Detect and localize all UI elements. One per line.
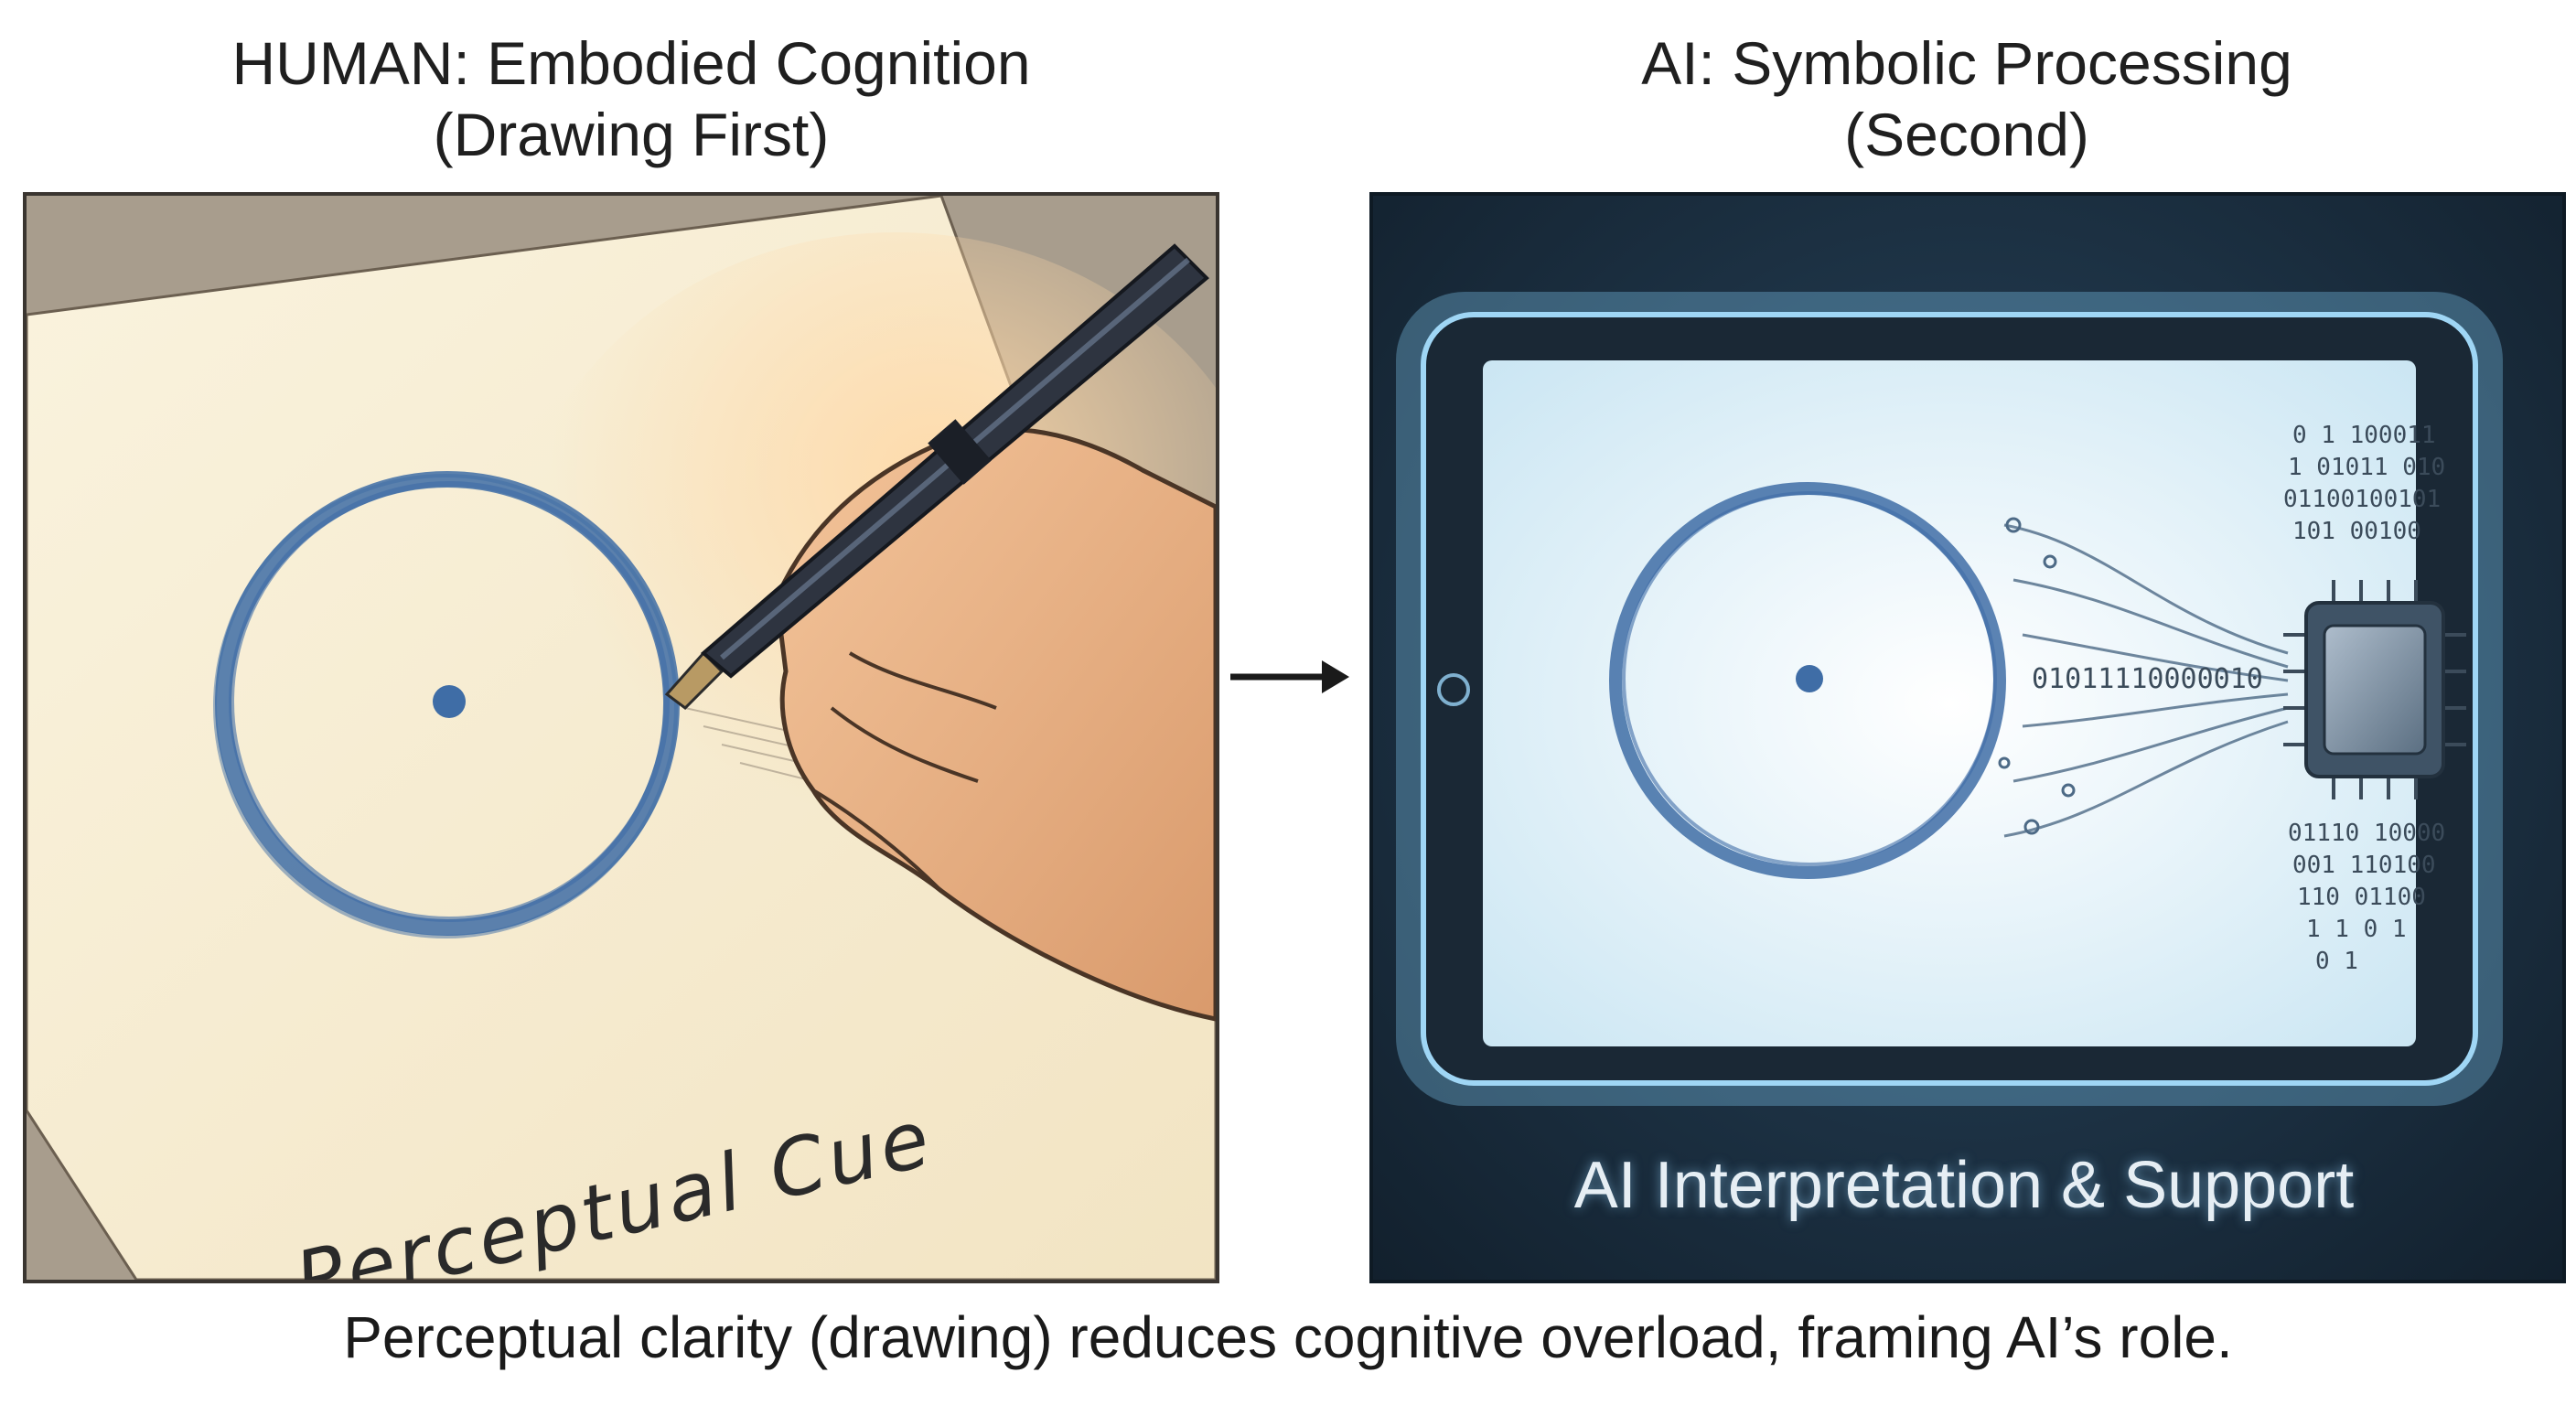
processor-chip-icon (2283, 580, 2466, 799)
fountain-pen-icon (664, 243, 1209, 710)
figure-caption: Perceptual clarity (drawing) reduces cog… (343, 1304, 2233, 1370)
binary-stream-bottom: 01110 10000 001 110100 110 01100 1 1 0 1… (2288, 820, 2445, 975)
tablet-illustration: 01011110000010 0 1 100011 1 01011 010 01… (1396, 292, 2503, 1106)
ai-tablet-panel: 01011110000010 0 1 100011 1 01011 010 01… (1369, 192, 2566, 1283)
binary-stream-top: 0 1 100011 1 01011 010 01100100101 101 0… (2283, 422, 2445, 545)
right-panel-title: AI: Symbolic Processing (Second) (1372, 27, 2561, 170)
home-button (1437, 673, 1470, 706)
left-title-line2: (Drawing First) (433, 101, 830, 168)
drawn-circle (213, 471, 680, 938)
left-panel-title: HUMAN: Embodied Cognition (Drawing First… (37, 27, 1226, 170)
tablet-screen (1483, 360, 2416, 1046)
svg-text:01100100101: 01100100101 (2283, 486, 2441, 513)
svg-text:110 01100: 110 01100 (2297, 884, 2426, 911)
svg-text:001 110100: 001 110100 (2292, 852, 2436, 879)
svg-text:0 1 100011: 0 1 100011 (2292, 422, 2436, 449)
ai-support-label: AI Interpretation & Support (1573, 1149, 2355, 1222)
left-title-line1: HUMAN: Embodied Cognition (231, 29, 1031, 97)
human-drawing-panel: Perceptual Cue (Safety) (23, 192, 1219, 1283)
circle-center-dot (433, 685, 466, 718)
right-title-line1: AI: Symbolic Processing (1641, 29, 2292, 97)
svg-text:1 01011 010: 1 01011 010 (2288, 454, 2445, 481)
drawing-illustration (27, 196, 1216, 1280)
binary-stream-middle: 01011110000010 (2032, 663, 2263, 695)
svg-text:0 1: 0 1 (2315, 948, 2358, 975)
svg-text:01110 10000: 01110 10000 (2288, 820, 2445, 847)
arrow-right-icon (1230, 660, 1349, 693)
svg-text:1 1 0 1: 1 1 0 1 (2306, 916, 2407, 943)
svg-text:101 00100: 101 00100 (2292, 518, 2421, 545)
right-title-line2: (Second) (1844, 101, 2089, 168)
